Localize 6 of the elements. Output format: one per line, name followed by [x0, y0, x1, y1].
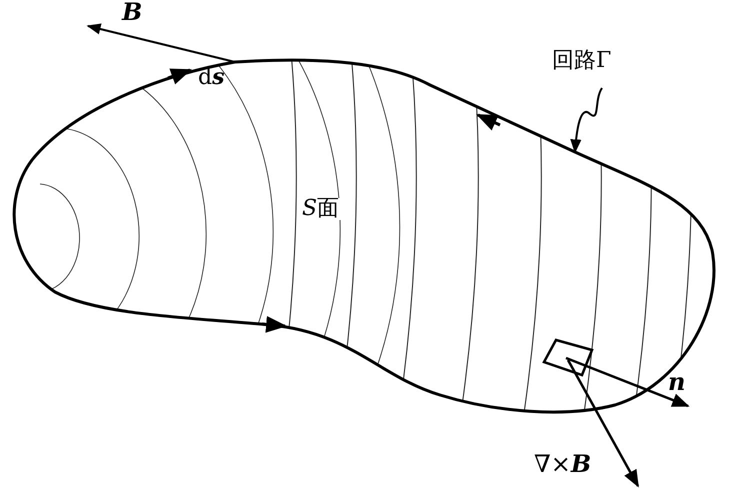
vector-label: B: [122, 0, 142, 24]
surface-label: S面: [300, 198, 342, 220]
vector-label: n: [668, 370, 686, 394]
leader-line: [570, 88, 603, 154]
loop-label-text: 回路Γ: [552, 50, 612, 72]
vector-label: ∇×B: [534, 452, 592, 476]
